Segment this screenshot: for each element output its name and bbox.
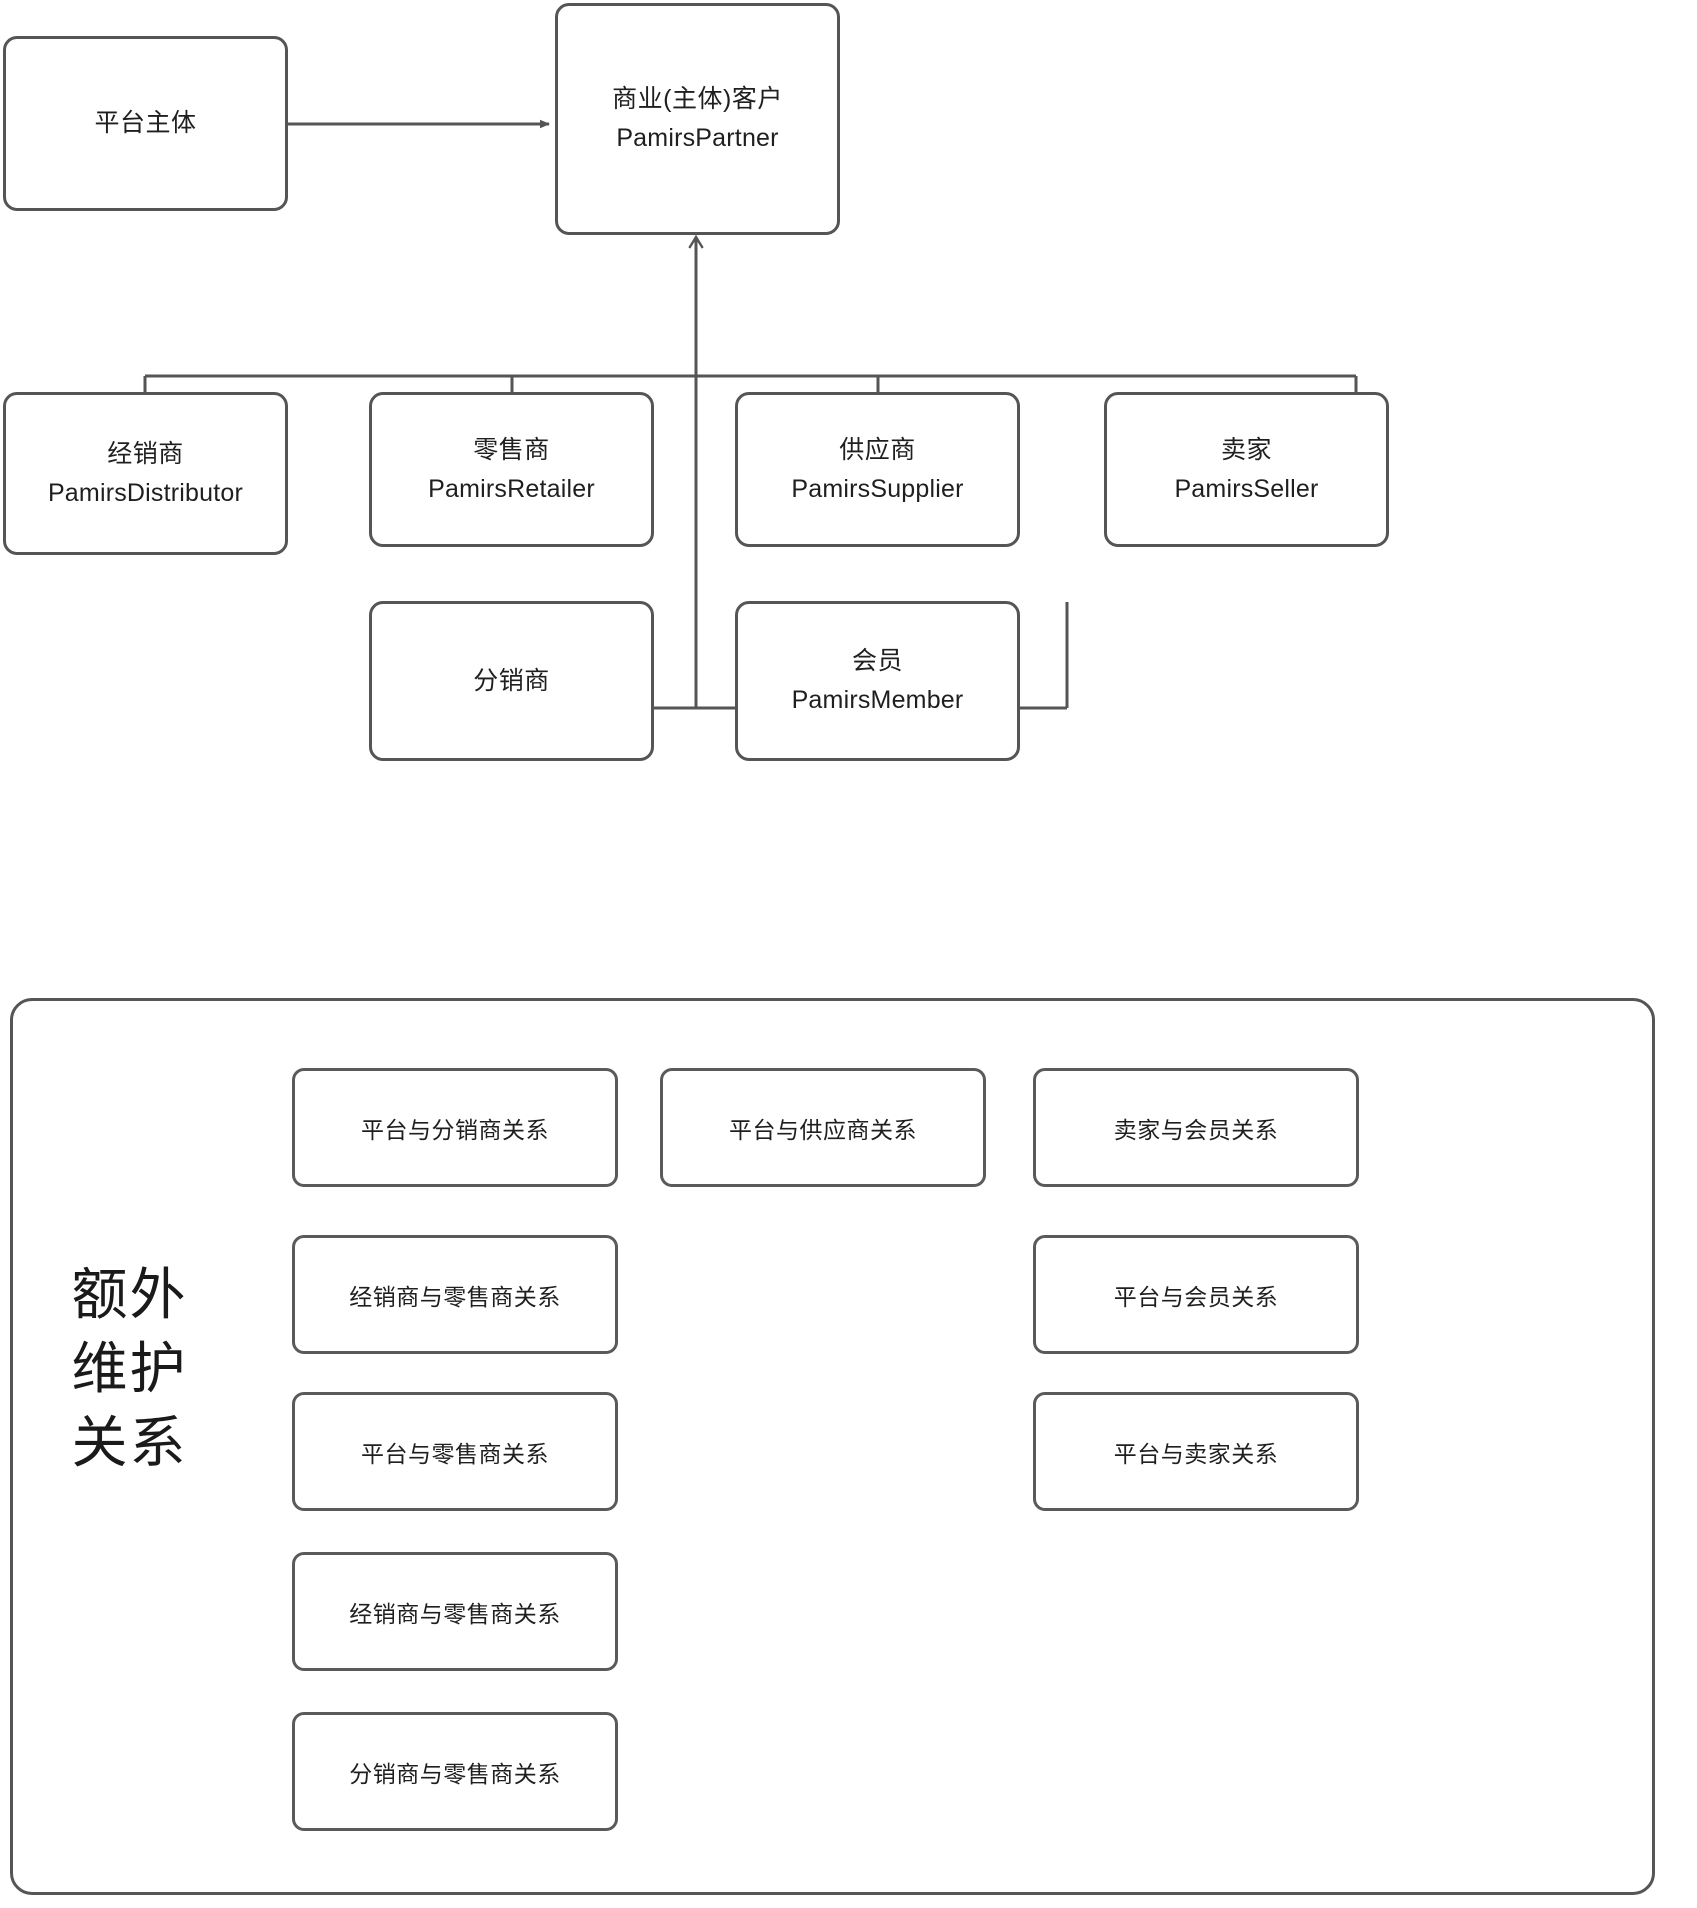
extra-relations-group-label: 额外 维护 关系 [42, 1258, 217, 1480]
bus-row-2 [143, 374, 1358, 392]
node-platform-cn: 平台主体 [94, 109, 197, 138]
node-platform[interactable]: 平台主体 [3, 36, 288, 211]
node-partner[interactable]: 商业(主体)客户 PamirsPartner [555, 3, 840, 235]
rel-node-distributor-retailer-a[interactable]: 经销商与零售商关系 [292, 1235, 618, 1354]
node-supplier-cn: 供应商 [839, 435, 916, 464]
node-member[interactable]: 会员 PamirsMember [735, 601, 1020, 761]
rel-node-fenxiao-retailer[interactable]: 分销商与零售商关系 [292, 1712, 618, 1831]
node-fenxiao-cn: 分销商 [473, 666, 550, 695]
rel-node-seller-member[interactable]: 卖家与会员关系 [1033, 1068, 1359, 1187]
rel-node-platform-seller[interactable]: 平台与卖家关系 [1033, 1392, 1359, 1511]
node-supplier-en: PamirsSupplier [791, 474, 964, 503]
node-seller-cn: 卖家 [1220, 435, 1272, 464]
node-member-cn: 会员 [851, 647, 903, 676]
rel-node-platform-supplier[interactable]: 平台与供应商关系 [660, 1068, 986, 1187]
rel-node-platform-member[interactable]: 平台与会员关系 [1033, 1235, 1359, 1354]
rel-node-distributor-retailer-b[interactable]: 经销商与零售商关系 [292, 1552, 618, 1671]
rel-node-platform-retailer[interactable]: 平台与零售商关系 [292, 1392, 618, 1511]
node-retailer-en: PamirsRetailer [428, 474, 595, 503]
node-retailer-cn: 零售商 [473, 435, 550, 464]
node-retailer[interactable]: 零售商 PamirsRetailer [369, 392, 654, 547]
node-distributor-en: PamirsDistributor [47, 478, 244, 507]
node-partner-cn: 商业(主体)客户 [612, 85, 783, 114]
node-distributor[interactable]: 经销商 PamirsDistributor [3, 392, 288, 555]
group-label-line-2: 维护 [71, 1336, 188, 1400]
node-partner-en: PamirsPartner [616, 124, 779, 152]
node-member-en: PamirsMember [791, 686, 964, 714]
node-fenxiao[interactable]: 分销商 [369, 601, 654, 761]
node-seller[interactable]: 卖家 PamirsSeller [1104, 392, 1389, 547]
node-distributor-cn: 经销商 [107, 439, 184, 468]
rel-node-platform-fenxiao[interactable]: 平台与分销商关系 [292, 1068, 618, 1187]
group-label-line-1: 额外 [71, 1263, 188, 1326]
node-supplier[interactable]: 供应商 PamirsSupplier [735, 392, 1020, 547]
node-seller-en: PamirsSeller [1174, 474, 1319, 503]
group-label-line-3: 关系 [71, 1410, 188, 1474]
